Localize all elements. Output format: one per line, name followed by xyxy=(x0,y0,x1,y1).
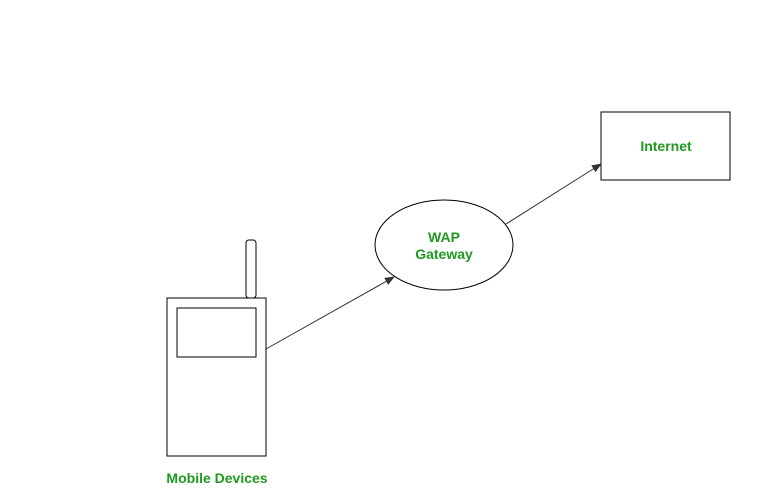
wap-gateway-label-line2: Gateway xyxy=(415,246,473,262)
internet-node: Internet xyxy=(600,111,731,181)
edge-gateway-to-internet xyxy=(505,163,602,225)
wap-gateway-node: WAP Gateway xyxy=(374,199,514,291)
internet-box xyxy=(600,111,731,181)
mobile-devices-caption: Mobile Devices xyxy=(166,470,267,486)
internet-label: Internet xyxy=(640,138,692,154)
mobile-phone-screen xyxy=(176,307,257,358)
edge-mobile-to-gateway xyxy=(265,276,395,350)
mobile-phone-icon xyxy=(166,239,267,457)
wap-gateway-label-line1: WAP xyxy=(428,229,460,245)
mobile-phone-antenna xyxy=(245,239,257,299)
wap-gateway-ellipse xyxy=(374,199,514,291)
